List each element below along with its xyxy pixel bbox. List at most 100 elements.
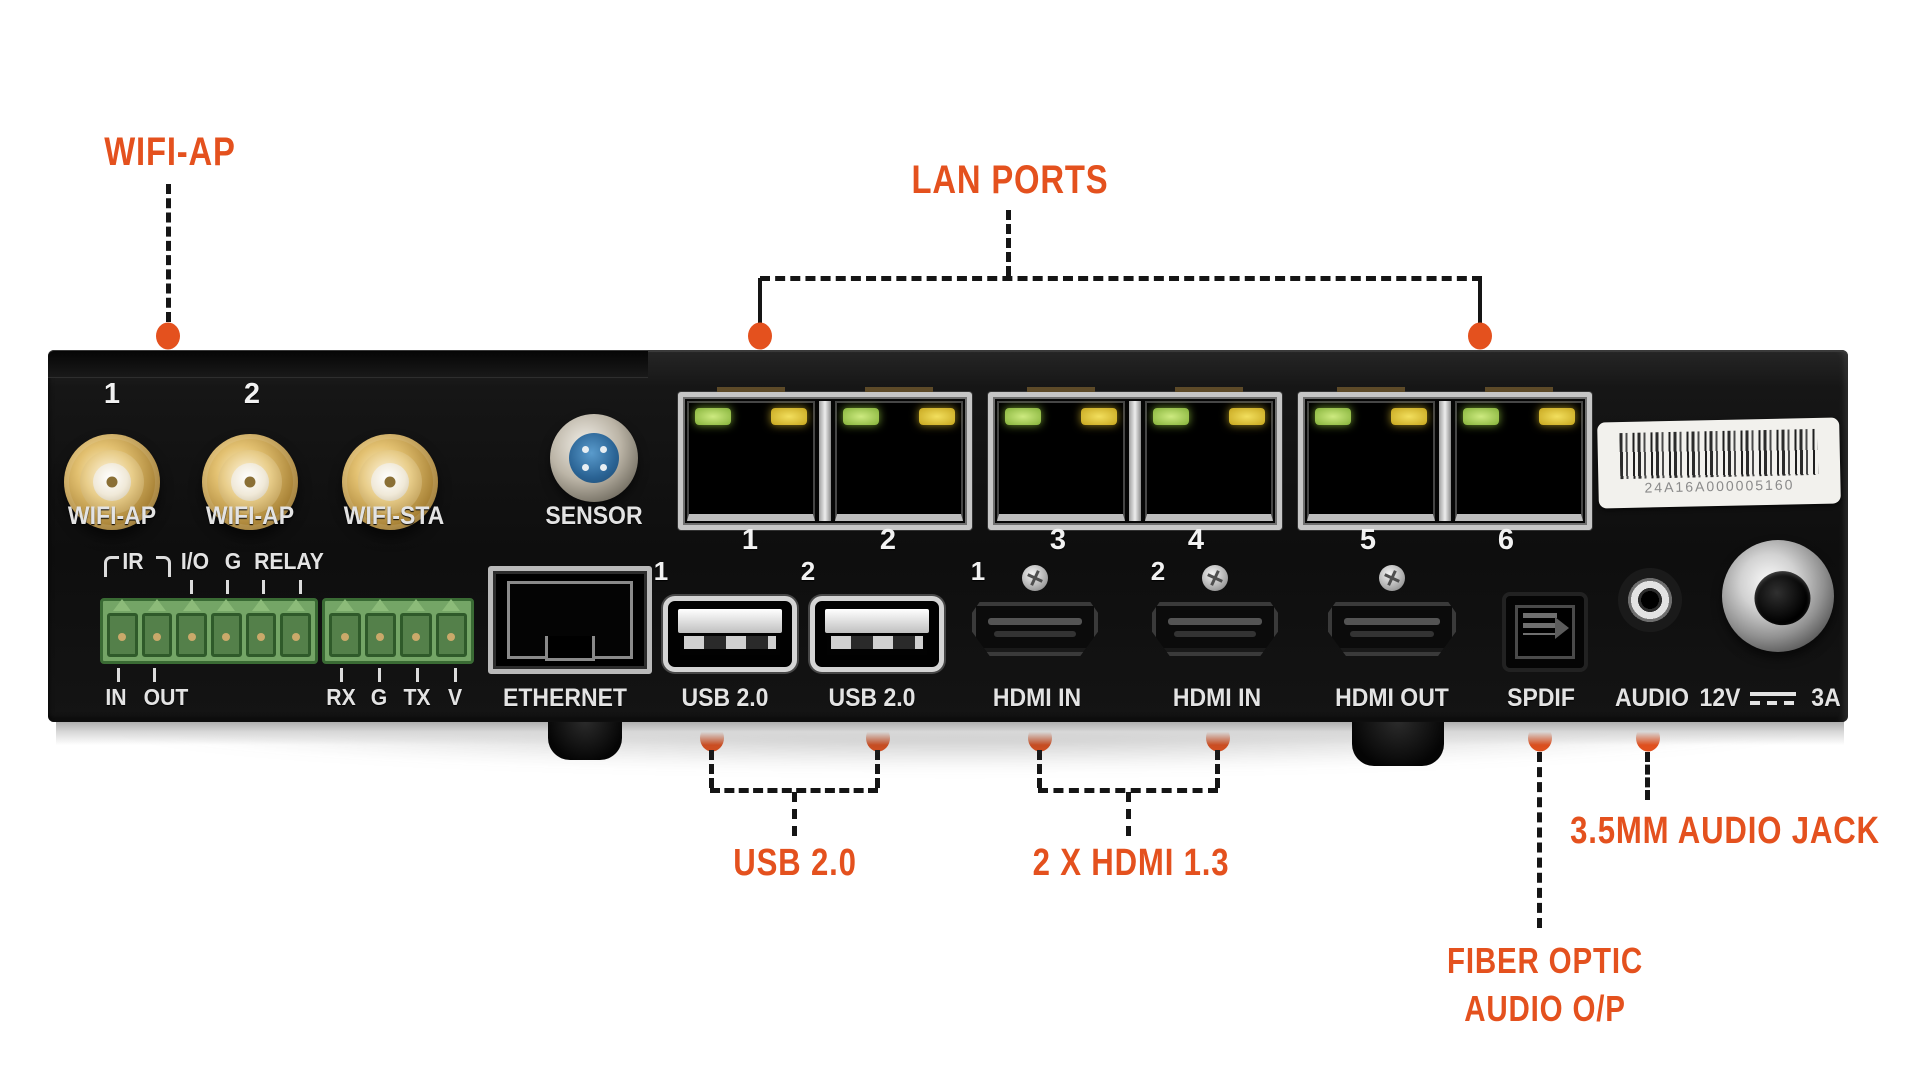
wifi-sta-antenna-connector: [342, 434, 438, 530]
screw-icon: [1022, 565, 1048, 591]
link-led-green: [1463, 408, 1499, 425]
spdif-label: SPDIF: [1507, 684, 1575, 712]
relay-label: RELAY: [254, 548, 324, 574]
tick-relay-2: [299, 580, 302, 594]
lan-ports-callout-right-dot: [1468, 322, 1492, 350]
lan-ports-callout-label: LAN PORTS: [911, 158, 1109, 202]
v-label: V: [447, 684, 463, 710]
lan-port-4: [1145, 401, 1273, 521]
sensor-pin: [600, 446, 607, 453]
ir-bracket-left: [104, 556, 119, 577]
usb-tongue: [678, 609, 782, 633]
lan-ports-callout-left-dot: [748, 322, 772, 350]
sensor-pin: [600, 464, 607, 471]
lan-pair-divider: [1129, 401, 1141, 521]
hdmi-in-number-2: 2: [1150, 556, 1166, 586]
activity-led-yellow: [1391, 408, 1427, 425]
lan-number-6: 6: [1497, 524, 1515, 556]
terminal-pin: [211, 613, 242, 657]
sensor-core: [569, 433, 619, 483]
terminal-pin: [280, 613, 312, 657]
lan-ports-callout-bracket: [760, 276, 1482, 281]
wifi-sta-label: WIFI-STA: [343, 502, 445, 530]
hdmi-in-label-1: HDMI IN: [992, 684, 1082, 712]
terminal-pin: [364, 613, 396, 657]
sma-pin: [384, 476, 396, 488]
wifi-ap-callout-dot: [156, 322, 180, 350]
spdif-arrow: [1555, 617, 1569, 639]
antenna-number-2: 2: [243, 378, 261, 410]
sma-pin: [106, 476, 118, 488]
dc-symbol-icon: [1750, 692, 1796, 696]
hdmi-slot: [1174, 631, 1256, 637]
serial-terminal-block: [322, 598, 474, 664]
hdmi-slot: [994, 631, 1076, 637]
lan-number-3: 3: [1049, 524, 1067, 556]
hdmi-callout-label: 2 X HDMI 1.3: [1032, 842, 1230, 884]
lan-port-5: [1307, 401, 1435, 521]
dc-power-connector: [1722, 540, 1834, 652]
wifi-ap-label-2: WIFI-AP: [205, 502, 295, 530]
ir-label: IR: [122, 548, 144, 574]
sensor-pin: [582, 446, 589, 453]
io-terminal-block: [100, 598, 318, 664]
terminal-pin: [400, 613, 432, 657]
power-amps-label: 3A: [1811, 684, 1841, 712]
usb-port-1: [663, 596, 797, 672]
lan-pair-3-4: [988, 387, 1282, 530]
wifi-ap-callout-label: WIFI-AP: [104, 130, 236, 174]
usb-tongue: [825, 609, 929, 633]
hdmi-callout-right-line: [1215, 750, 1220, 788]
lan-number-1: 1: [741, 524, 759, 556]
usb-callout-stem: [792, 792, 797, 836]
usb-label-2: USB 2.0: [828, 684, 916, 712]
usb-number-2: 2: [800, 556, 816, 586]
wifi-ap-antenna-connector-1: [64, 434, 160, 530]
device-base: [56, 721, 1844, 745]
hdmi-in-port-1: [972, 602, 1098, 656]
usb-number-1: 1: [653, 556, 669, 586]
lan-port-6: [1455, 401, 1583, 521]
link-led-green: [1005, 408, 1041, 425]
sensor-connector: [550, 414, 638, 502]
dc-power-hole: [1754, 571, 1811, 626]
barcode: [1619, 428, 1819, 480]
serial-barcode-sticker: 24A16A000005160: [1597, 417, 1841, 509]
lan-number-2: 2: [879, 524, 897, 556]
screw-icon: [1202, 565, 1228, 591]
dc-symbol-icon: [1750, 701, 1796, 705]
lan-ports-callout-left-line: [758, 278, 762, 324]
usb-port-2: [810, 596, 944, 672]
hdmi-out-label: HDMI OUT: [1335, 684, 1449, 712]
ethernet-port-notch: [545, 636, 595, 661]
hdmi-slot: [1344, 618, 1440, 625]
usb-callout-right-line: [875, 750, 880, 788]
audio-callout-line: [1645, 752, 1650, 800]
tick-out: [153, 668, 156, 682]
spdif-optical-port: [1502, 592, 1588, 672]
ground-label: G: [224, 548, 242, 574]
hdmi-slot: [988, 618, 1082, 625]
hdmi-slot: [1350, 631, 1434, 637]
power-volts-label: 12V: [1699, 684, 1741, 712]
tick-g: [226, 580, 229, 594]
hdmi-callout-stem: [1126, 792, 1131, 836]
hdmi-slot: [1168, 618, 1262, 625]
fiber-callout-label-line2: AUDIO O/P: [1464, 988, 1626, 1029]
terminal-pin: [107, 613, 138, 657]
lan-port-2: [835, 401, 963, 521]
ethernet-port: [488, 566, 652, 674]
hdmi-callout-bracket: [1038, 788, 1218, 793]
device-foot-right: [1352, 720, 1444, 766]
audio-jack-3-5mm: [1618, 568, 1682, 632]
wifi-ap-callout-line: [166, 184, 171, 322]
tick-in: [117, 668, 120, 682]
usb-label-1: USB 2.0: [681, 684, 769, 712]
activity-led-yellow: [771, 408, 807, 425]
lan-ports-callout-stem: [1006, 210, 1011, 276]
link-led-green: [695, 408, 731, 425]
tick-g2: [378, 668, 381, 682]
hdmi-in-port-2: [1152, 602, 1278, 656]
lan-port-3: [997, 401, 1125, 521]
